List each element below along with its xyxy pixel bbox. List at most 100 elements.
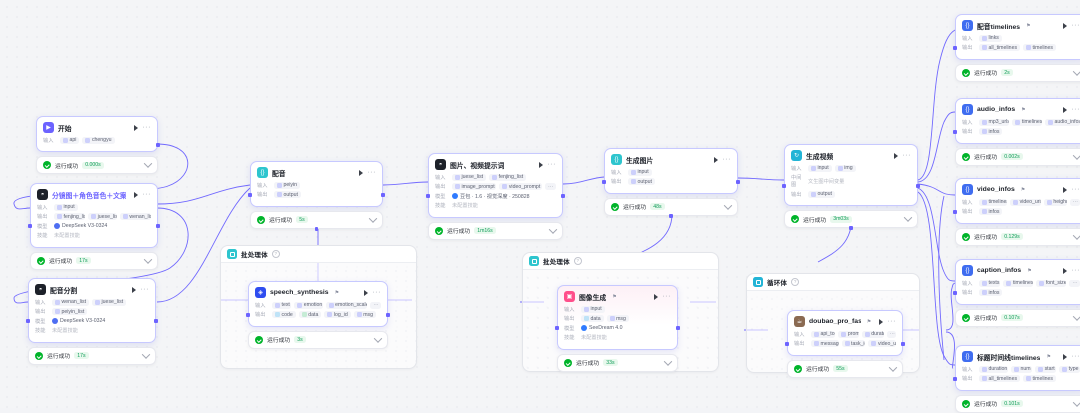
port-chip[interactable]: duration [861,330,884,338]
chevron-down-icon[interactable] [663,356,673,366]
input-port[interactable] [953,129,957,134]
node-status[interactable]: 运行成功 0.129s [955,227,1080,246]
input-port[interactable] [555,326,559,331]
input-port[interactable] [785,341,789,346]
node-menu-button[interactable]: ··· [547,160,556,168]
port-chip[interactable]: height [1043,198,1067,206]
port-chip[interactable]: data [581,315,604,322]
port-chip[interactable]: emotion_scale [325,301,368,309]
port-chip[interactable]: output [628,178,655,185]
input-port[interactable] [602,179,606,184]
pin-icon[interactable]: ⚑ [612,293,617,300]
port-chip[interactable]: infos [979,208,1003,215]
port-chip[interactable]: font_size [1036,279,1067,287]
port-chip[interactable]: duration [979,365,1008,373]
port-chip[interactable]: fenjing_list [54,213,86,220]
port-chip[interactable]: timelines [979,198,1008,206]
port-chip[interactable]: timelines [1003,279,1034,287]
help-icon[interactable]: ? [573,257,582,265]
node-peiyin-fenge[interactable]: ◓ 配音分割 ··· 输入 wenan_list juese_list 输出 p… [26,278,158,365]
port-chip[interactable]: message [811,340,839,347]
group-batch-2[interactable]: 批处理体 ? [522,252,719,372]
run-node-button[interactable] [894,152,899,159]
port-chip[interactable]: msg [353,311,377,318]
more-ports-chip[interactable]: ··· [1069,279,1080,287]
node-audio-infos[interactable]: {} audio_infos ⚑ ··· 输入 mp3_urls timelin… [953,98,1080,166]
more-ports-chip[interactable]: ··· [544,183,556,190]
chevron-down-icon[interactable] [141,349,151,359]
chevron-down-icon[interactable] [143,254,153,264]
port-chip[interactable]: data [298,311,322,318]
node-card[interactable]: {} 配音timelines ⚑ ··· 输入 links 输出 all_tim… [953,14,1080,60]
node-card[interactable]: ☕ doubao_pro_fast ⚑ ··· 输入 api_token pro… [785,310,905,356]
node-status[interactable]: 运行成功 17s [30,251,158,270]
port-chip[interactable]: img [834,164,856,172]
node-card[interactable]: ▣ 图像生成 ⚑ ··· 输入 input 输出 data msg 模型 See… [555,285,680,350]
port-chip[interactable]: video_urls [1010,198,1041,206]
output-port[interactable] [381,192,385,197]
node-card[interactable]: {} caption_infos ⚑ ··· 输入 texts timeline… [953,259,1080,305]
node-menu-button[interactable]: ··· [1071,21,1080,29]
chevron-down-icon[interactable] [888,362,898,372]
output-port[interactable] [736,179,740,184]
node-card[interactable]: ◓ 图片、视频提示词 ··· 输入 juese_list fenjing_lis… [426,153,565,218]
node-gen-image[interactable]: {} 生成图片 ··· 输入 input 输出 output 运行成功 48s [602,148,740,218]
port-chip[interactable]: api [60,136,80,144]
output-port[interactable] [561,194,565,199]
input-port[interactable] [26,319,30,324]
pin-icon[interactable]: ⚑ [1021,106,1026,113]
port-chip[interactable]: fenjing_list [489,173,527,181]
node-status[interactable]: 运行成功 0.000s [36,156,158,174]
node-card[interactable]: ▶ 开始 ··· 输入 api chengyu [36,116,160,152]
port-chip[interactable]: all_timelines [979,44,1021,51]
node-menu-button[interactable]: ··· [142,123,151,131]
run-node-button[interactable] [132,286,137,293]
pin-icon[interactable]: ⚑ [866,318,872,325]
run-node-button[interactable] [1063,22,1068,29]
node-menu-button[interactable]: ··· [902,151,911,159]
run-node-button[interactable] [539,161,544,168]
input-port[interactable] [953,209,957,214]
input-port[interactable] [953,376,957,381]
node-fenjingtu[interactable]: ◓ 分镜图＋角色音色＋文案 ··· 输入 input 输出 fenjing_li… [28,183,160,270]
port-chip[interactable]: output [274,191,301,198]
node-start[interactable]: ▶ 开始 ··· 输入 api chengyu 运行成功 0.000s [36,116,160,174]
node-peiyin-timelines[interactable]: {} 配音timelines ⚑ ··· 输入 links 输出 all_tim… [953,14,1080,82]
run-node-button[interactable] [714,156,719,163]
run-node-button[interactable] [134,124,139,131]
node-card[interactable]: {} 生成图片 ··· 输入 input 输出 output [602,148,740,218]
port-chip[interactable]: input [628,168,652,176]
node-menu-button[interactable]: ··· [1071,352,1080,360]
node-card[interactable]: {} audio_infos ⚑ ··· 输入 mp3_urls timelin… [953,98,1080,144]
node-menu-button[interactable]: ··· [1071,105,1080,113]
chevron-down-icon[interactable] [1072,150,1080,160]
port-chip[interactable]: start [1035,365,1057,373]
port-chip[interactable]: juese_list [92,298,127,306]
chevron-down-icon[interactable] [373,333,383,343]
chevron-down-icon[interactable] [143,159,153,168]
node-menu-button[interactable]: ··· [372,288,381,296]
input-port[interactable] [28,224,32,229]
chevron-down-icon[interactable] [1072,397,1080,407]
chevron-down-icon[interactable] [368,213,378,223]
node-title-timelines[interactable]: {} 标题时间线timelines ⚑ ··· 输入 duration num … [953,345,1080,413]
node-status[interactable]: 运行成功 48s [604,197,738,216]
port-chip[interactable]: video_prompt [499,183,542,190]
output-port[interactable] [676,326,680,331]
node-status[interactable]: 运行成功 1m16s [428,221,563,240]
input-port[interactable] [426,194,430,199]
port-chip[interactable]: mp3_urls [979,118,1010,126]
input-port[interactable] [246,312,250,317]
port-chip[interactable]: juese_list [88,213,117,220]
output-port[interactable] [154,319,158,324]
pin-icon[interactable]: ⚑ [1046,353,1051,360]
pin-icon[interactable]: ⚑ [334,289,340,296]
port-chip[interactable]: output [808,190,835,198]
chevron-down-icon[interactable] [1072,66,1080,76]
pin-icon[interactable]: ⚑ [1020,186,1026,193]
node-prompts[interactable]: ◓ 图片、视频提示词 ··· 输入 juese_list fenjing_lis… [426,153,565,240]
node-card[interactable]: ↻ 生成视频 ··· 输入 input img 中间图 文生图中间变量 输出 o… [782,144,920,230]
port-chip[interactable]: text [272,301,292,309]
node-menu-button[interactable]: ··· [1071,266,1080,274]
